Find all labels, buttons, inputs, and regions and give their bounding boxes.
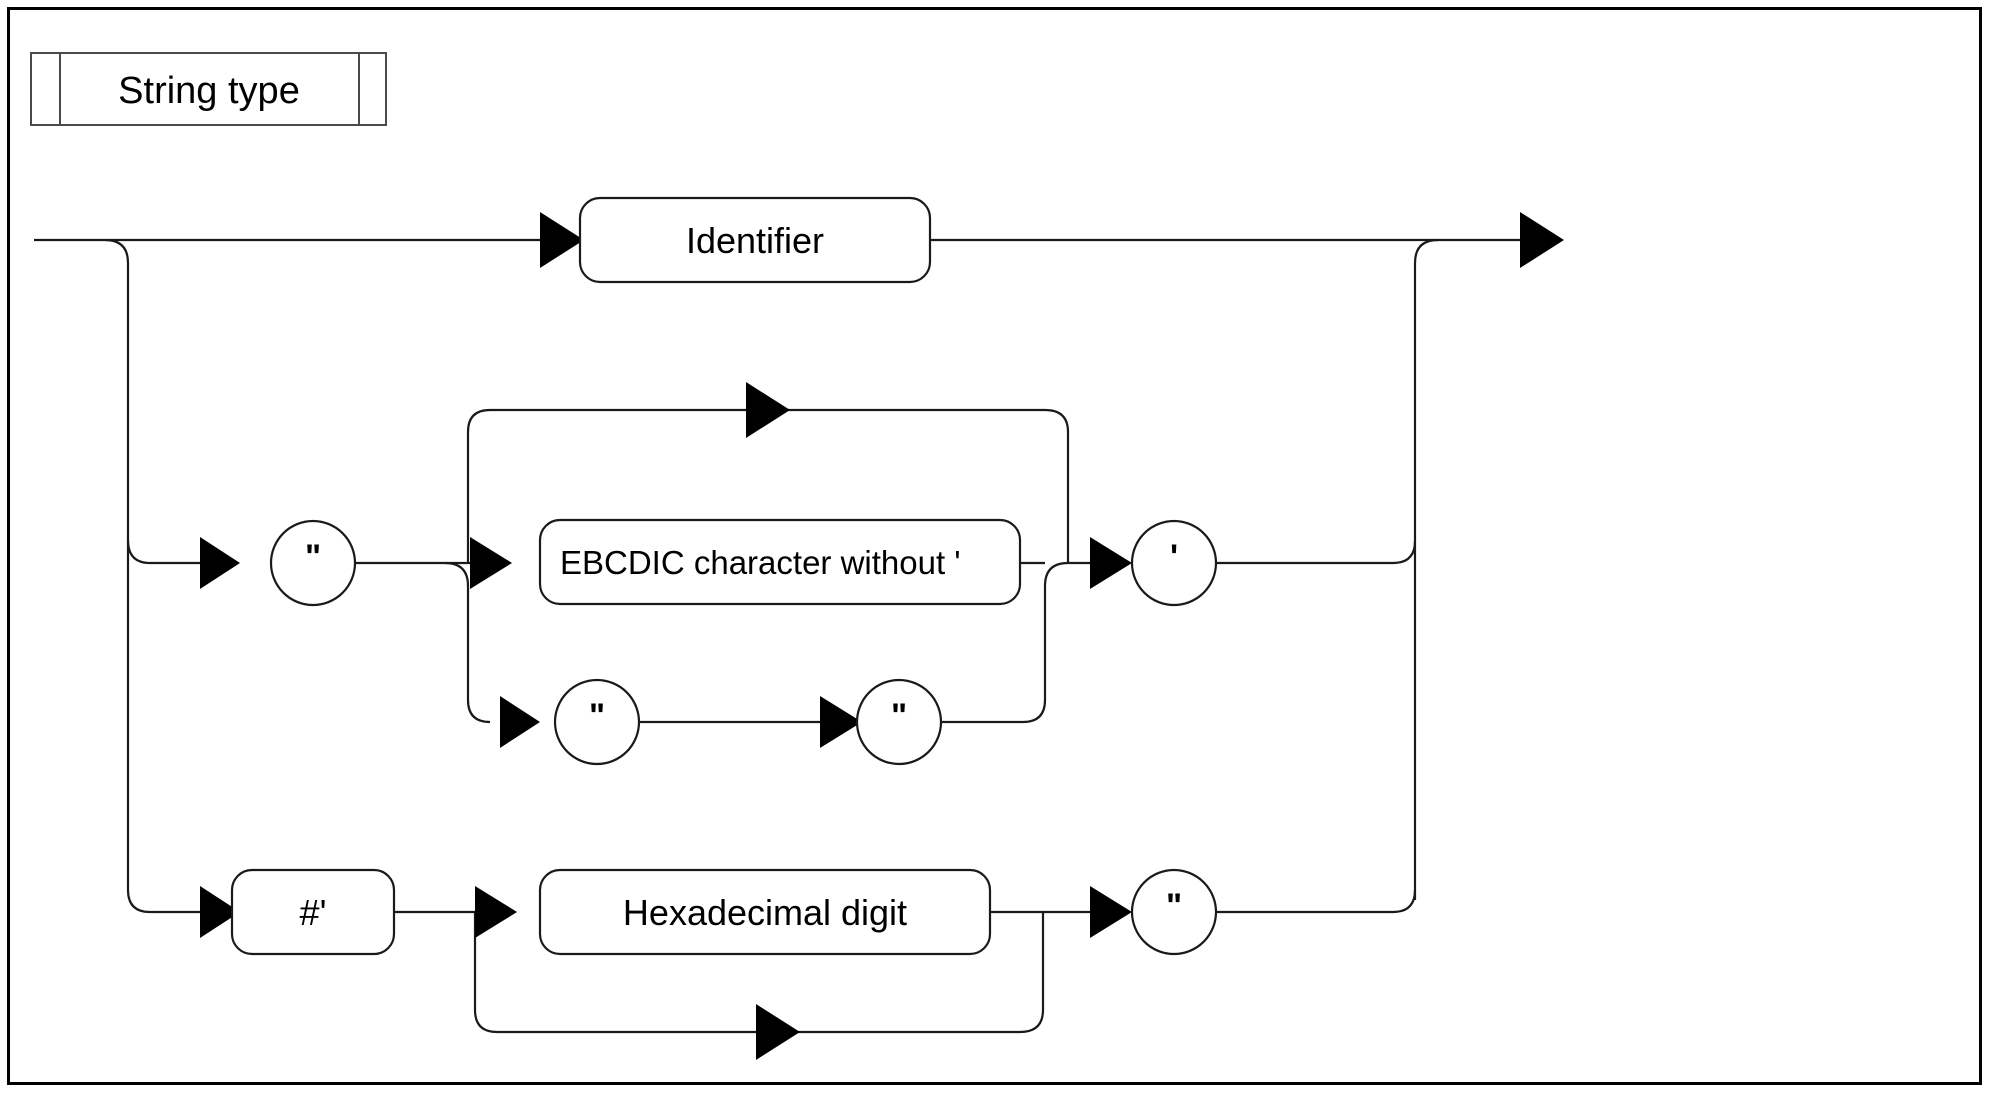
string-literal-branch-group: " EBCDIC character without ' " " <box>126 382 1417 766</box>
arrow-into-identifier <box>540 212 584 268</box>
entry-rail-group <box>34 238 540 914</box>
close-apostrophe-label: ' <box>1170 538 1178 576</box>
arrow-into-open-quote <box>200 537 240 589</box>
hex-close-quote-label: " <box>1166 887 1182 925</box>
arrow-into-hex-digit <box>475 886 517 938</box>
page-title: String type <box>118 70 300 112</box>
identifier-label: Identifier <box>686 220 824 261</box>
arrow-into-hex-close-quote <box>1090 886 1132 938</box>
string-branch-entry <box>126 539 200 565</box>
hex-branch-exit <box>1216 889 1417 914</box>
identifier-branch-group: Identifier <box>540 196 1415 284</box>
arrow-into-hash-quote <box>200 886 240 938</box>
string-body-split <box>444 561 491 724</box>
arrow-hex-loop-back <box>756 1004 800 1060</box>
exit-rail-group <box>1413 212 1564 900</box>
arrow-into-ebcdic <box>470 537 512 589</box>
escape-quote-2-label: " <box>891 697 907 735</box>
escape-quote-1-label: " <box>589 697 605 735</box>
arrow-into-close-apostrophe <box>1090 537 1132 589</box>
string-branch-exit <box>1216 540 1417 565</box>
escape-rejoin-line <box>941 561 1069 724</box>
arrow-ebcdic-loop-back <box>746 382 790 438</box>
open-quote-label: " <box>305 538 321 576</box>
title-box <box>30 52 387 126</box>
hash-quote-label: #' <box>300 892 327 933</box>
arrow-exit <box>1520 212 1564 268</box>
hex-digit-label: Hexadecimal digit <box>623 892 907 933</box>
diagram-title-group: String type <box>30 52 387 126</box>
entry-split-down <box>104 238 151 914</box>
hex-literal-branch-group: #' Hexadecimal digit " <box>150 868 1417 1060</box>
exit-merge-riser <box>1413 238 1439 900</box>
ebcdic-label: EBCDIC character without ' <box>560 544 961 581</box>
arrow-into-escape-quote-1 <box>500 696 540 748</box>
arrow-into-escape-quote-2 <box>820 696 862 748</box>
